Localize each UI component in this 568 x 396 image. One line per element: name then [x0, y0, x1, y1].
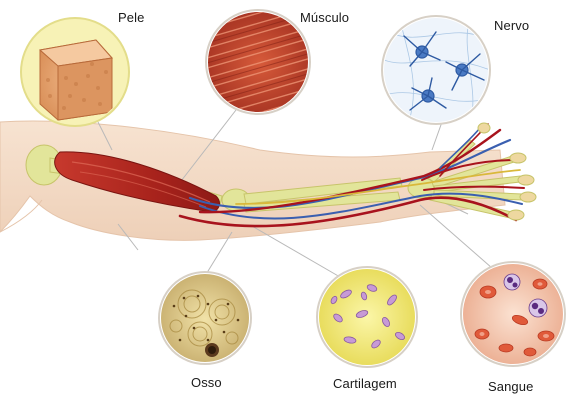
label-skin: Pele: [118, 10, 144, 25]
bone-detail: [158, 272, 252, 366]
label-blood: Sangue: [488, 379, 533, 394]
skin-detail: [21, 18, 129, 126]
label-cartilage: Cartilagem: [333, 376, 397, 391]
cartilage-detail: [317, 267, 417, 367]
label-nerve: Nervo: [494, 18, 529, 33]
label-muscle: Músculo: [300, 10, 349, 25]
blood-detail: [461, 262, 566, 366]
nerve-detail: [380, 14, 492, 126]
label-bone: Osso: [191, 375, 222, 390]
